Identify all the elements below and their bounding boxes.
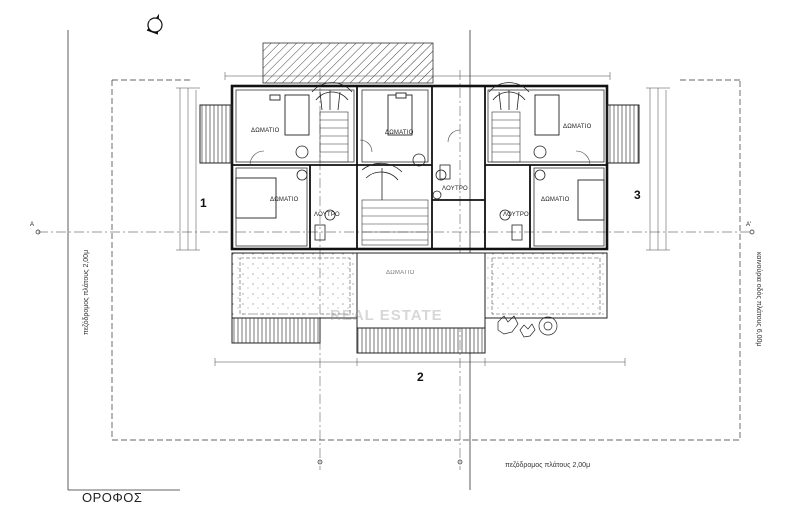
- door-swings: [249, 129, 591, 166]
- plot-boundary: [111, 79, 741, 441]
- street-label-left: πεζόδρομος πλάτους 2,00μ: [83, 249, 90, 335]
- room-label-bedroom-2: ΔΩΜΑΤΙΟ: [385, 130, 414, 136]
- room-label-bathroom-3: ΛΟΥΤΡΟ: [503, 212, 529, 218]
- balcony-left: [199, 104, 233, 164]
- section-marker-symbols: [35, 229, 755, 465]
- north-arrow: [146, 13, 163, 35]
- room-label-bedroom-3: ΔΩΜΑΤΙΟ: [563, 124, 592, 130]
- floor-title: ΟΡΟΦΟΣ: [82, 490, 143, 505]
- beds: [235, 92, 605, 221]
- north-label: n: [149, 18, 154, 27]
- hatched-neighbour: [262, 42, 434, 84]
- interior-walls: [232, 86, 607, 249]
- section-marker-left: A: [30, 222, 35, 228]
- unit-label-2: 2: [417, 370, 424, 384]
- balcony-bottom-middle: [356, 327, 486, 354]
- room-label-bedroom-4: ΔΩΜΑΤΙΟ: [270, 197, 299, 203]
- room-label-bathroom-1: ΛΟΥΤΡΟ: [314, 212, 340, 218]
- terrace-dashed: [239, 257, 601, 315]
- balcony-bottom-left: [231, 317, 321, 344]
- plants: [497, 315, 558, 338]
- building-walls: [230, 84, 609, 251]
- street-label-bottom: πεζόδρομος πλάτους 2,00μ: [505, 462, 591, 469]
- room-label-bedroom-5: ΔΩΜΑΤΙΟ: [541, 197, 570, 203]
- watermark: REAL ESTATE: [330, 307, 443, 324]
- bath-fixtures: [295, 145, 547, 241]
- unit-label-3: 3: [634, 188, 641, 202]
- unit-label-1: 1: [200, 196, 207, 210]
- terrace-left: [231, 252, 358, 319]
- section-marker-right: A': [746, 222, 752, 228]
- street-label-right: καινούρια οδός πλάτους 6,00μ: [755, 252, 762, 347]
- stair-run: [319, 111, 521, 246]
- spiral-stairs: [311, 82, 530, 200]
- room-label-bathroom-2: ΛΟΥΤΡΟ: [442, 186, 468, 192]
- terrace-right: [484, 252, 608, 319]
- room-label-bedroom-1: ΔΩΜΑΤΙΟ: [251, 128, 280, 134]
- balcony-right: [606, 104, 640, 164]
- room-label-middle: ΔΩΜΑΤΙΟ: [386, 270, 415, 276]
- dimension-lines: [176, 72, 670, 366]
